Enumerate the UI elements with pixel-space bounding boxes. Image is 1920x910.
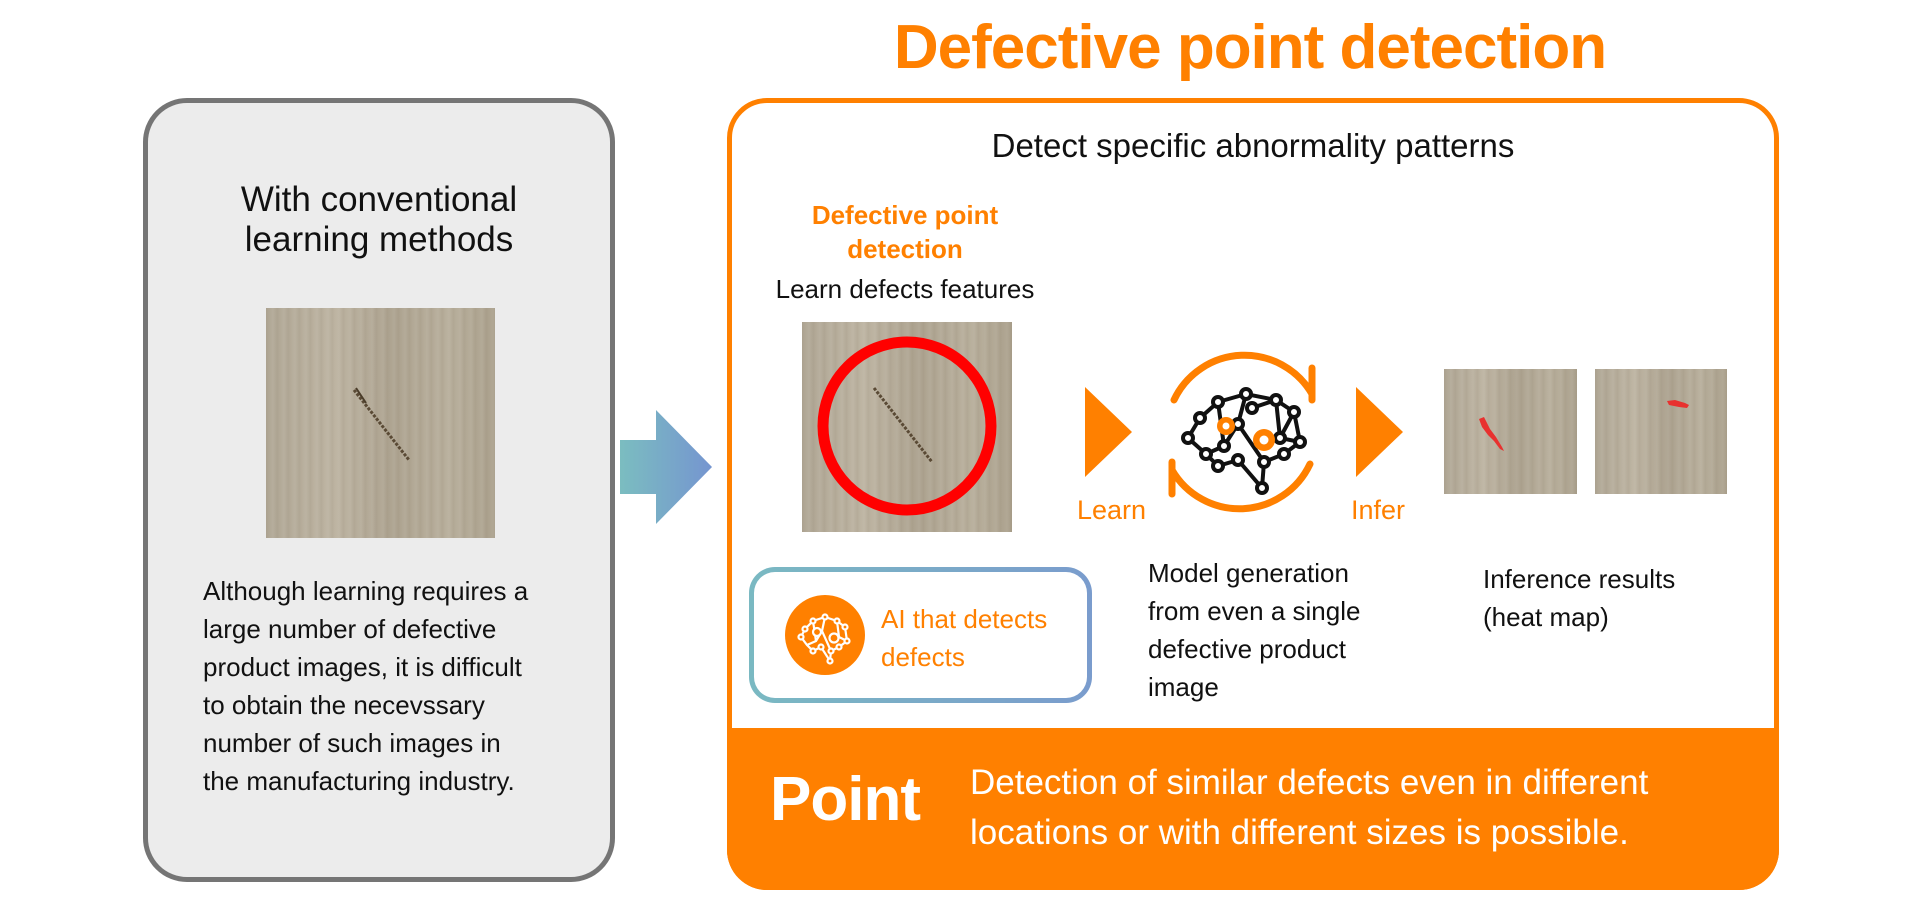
inference-text-line: Inference results [1483,564,1676,594]
scratch-mark [352,387,411,461]
desc-line: number of such images in [203,728,501,758]
defect-sample-image [802,322,1012,532]
desc-line: the manufacturing industry. [203,766,515,796]
ai-brain-icon [785,595,865,675]
inference-text-line: (heat map) [1483,602,1609,632]
point-label: Point [770,765,921,834]
conventional-methods-heading: With conventional learning methods [143,180,615,260]
panel-subtitle: Detect specific abnormality patterns [991,127,1515,164]
feature-label-line-1: Defective point [811,200,999,230]
inference-result-image-2 [1595,369,1727,494]
wood-sample-image [266,308,495,538]
heading-line-1: With conventional [240,180,518,219]
desc-line: large number of defective [203,614,497,644]
model-text-line: image [1148,672,1219,702]
cycle-arrows-icon [1168,351,1316,513]
ai-badge-line-1: AI that detects [881,604,1048,634]
gear-icon [1217,417,1275,451]
learn-label: Learn [1077,495,1147,525]
feature-label-line-2: detection [847,234,963,264]
heading-line-2: learning methods [244,220,514,259]
inference-result-image-1 [1444,369,1577,494]
heatmap-spot [1479,417,1504,451]
highlight-circle [817,336,997,516]
highlight-overlay [817,336,997,516]
ai-badge-line-2: defects [881,642,965,672]
conventional-methods-description: Although learning requires a large numbe… [203,572,603,800]
model-text-line: Model generation [1148,558,1349,588]
inference-results-text: Inference results (heat map) [1483,560,1743,636]
point-desc-line-2: locations or with different sizes is pos… [970,813,1629,852]
ai-badge-text: AI that detects defects [881,600,1081,676]
desc-line: to obtain the necevssary [203,690,485,720]
model-generation-text: Model generation from even a single defe… [1148,554,1388,706]
point-band [727,728,1779,890]
arrow-right-icon [620,410,712,524]
learn-arrow-icon [1085,387,1132,477]
desc-line: Although learning requires a [203,576,529,606]
feature-caption: Learn defects features [775,274,1035,304]
model-text-line: defective product [1148,634,1347,664]
heatmap-spot [1667,400,1689,408]
point-description: Detection of similar defects even in dif… [970,758,1760,858]
infer-label: Infer [1351,495,1406,525]
page-title: Defective point detection [893,13,1607,82]
feature-label: Defective point detection [760,198,1050,266]
desc-line: product images, it is difficult [203,652,522,682]
model-text-line: from even a single [1148,596,1361,626]
brain-network-icon [1181,387,1307,495]
point-desc-line-1: Detection of similar defects even in dif… [970,763,1649,802]
infer-arrow-icon [1356,387,1403,477]
